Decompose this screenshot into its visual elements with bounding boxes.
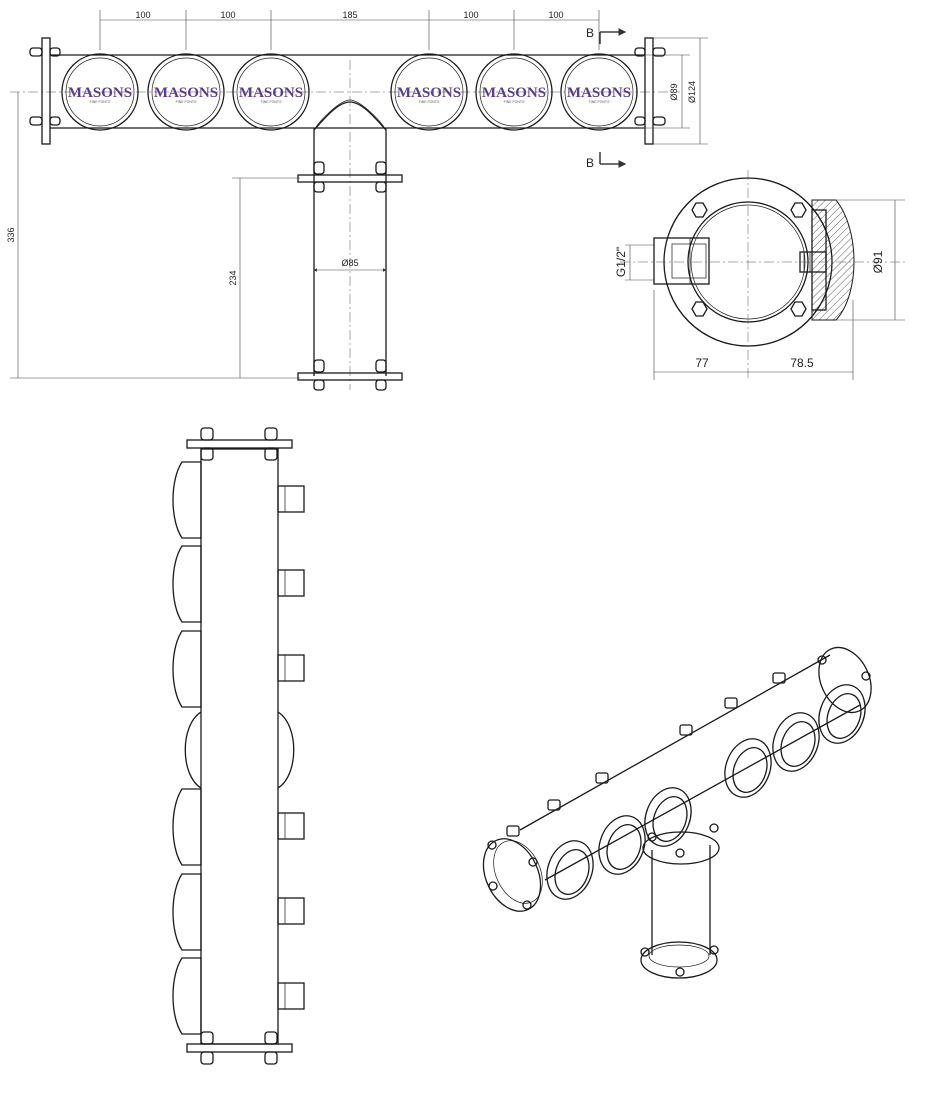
iso-tap-4 xyxy=(724,738,772,798)
svg-text:G1/2": G1/2" xyxy=(614,247,628,277)
right-dimensions: Ø89 Ø124 xyxy=(640,37,708,145)
section-marks: B B xyxy=(586,26,627,170)
svg-text:Ø124: Ø124 xyxy=(687,81,697,103)
thread-fitting xyxy=(653,237,710,285)
svg-text:FINE FONTS: FINE FONTS xyxy=(419,100,440,104)
svg-text:100: 100 xyxy=(463,10,478,20)
svg-text:FINE FONTS: FINE FONTS xyxy=(589,100,610,104)
svg-text:B: B xyxy=(586,26,594,40)
brand-logo: MASONS xyxy=(482,85,546,101)
tap-badge-6: MASONS FINE FONTS xyxy=(560,53,638,131)
isometric-view xyxy=(482,646,872,979)
iso-tap-3 xyxy=(644,787,692,847)
svg-text:FINE FONTS: FINE FONTS xyxy=(261,100,282,104)
svg-text:Ø91: Ø91 xyxy=(871,250,885,273)
svg-text:185: 185 xyxy=(342,10,357,20)
svg-text:B: B xyxy=(586,156,594,170)
brand-logo: MASONS xyxy=(397,85,461,101)
brand-logo: MASONS xyxy=(154,85,218,101)
iso-tap-2 xyxy=(598,815,646,875)
svg-text:100: 100 xyxy=(548,10,563,20)
tap-badge-1: MASONS FINE FONTS xyxy=(61,53,139,131)
svg-text:336: 336 xyxy=(6,227,16,242)
tap-badge-4: MASONS FINE FONTS xyxy=(390,53,468,131)
svg-text:234: 234 xyxy=(228,270,238,285)
side-view xyxy=(172,427,305,1065)
section-view: G1/2" Ø91 77 78.5 xyxy=(614,170,905,380)
svg-text:FINE FONTS: FINE FONTS xyxy=(90,100,111,104)
svg-text:100: 100 xyxy=(135,10,150,20)
iso-tap-6 xyxy=(818,684,866,744)
brand-logo: MASONS xyxy=(239,85,303,101)
tap-badge-5: MASONS FINE FONTS xyxy=(475,53,553,131)
svg-text:FINE FONTS: FINE FONTS xyxy=(504,100,525,104)
svg-text:Ø85: Ø85 xyxy=(341,258,358,268)
left-end-flange xyxy=(41,37,51,145)
front-view: MASONS FINE FONTS MASONS FINE FONTS MASO… xyxy=(6,10,708,391)
dome-cap xyxy=(811,199,855,321)
tap-badge-3: MASONS FINE FONTS xyxy=(232,53,310,131)
svg-text:77: 77 xyxy=(695,356,709,370)
svg-text:Ø89: Ø89 xyxy=(669,83,679,100)
tap-badge-2: MASONS FINE FONTS xyxy=(147,53,225,131)
base-flange xyxy=(297,372,403,381)
svg-text:FINE FONTS: FINE FONTS xyxy=(176,100,197,104)
iso-tap-5 xyxy=(772,712,820,772)
brand-logo: MASONS xyxy=(567,85,631,101)
svg-text:100: 100 xyxy=(220,10,235,20)
top-dimensions: 100 100 185 100 100 xyxy=(99,10,600,50)
iso-tap-1 xyxy=(546,840,594,900)
brand-logo: MASONS xyxy=(68,85,132,101)
height-dimensions: 336 234 Ø85 xyxy=(6,92,387,379)
right-end-flange xyxy=(644,37,654,145)
svg-text:78.5: 78.5 xyxy=(790,356,814,370)
mid-flange xyxy=(297,174,403,183)
